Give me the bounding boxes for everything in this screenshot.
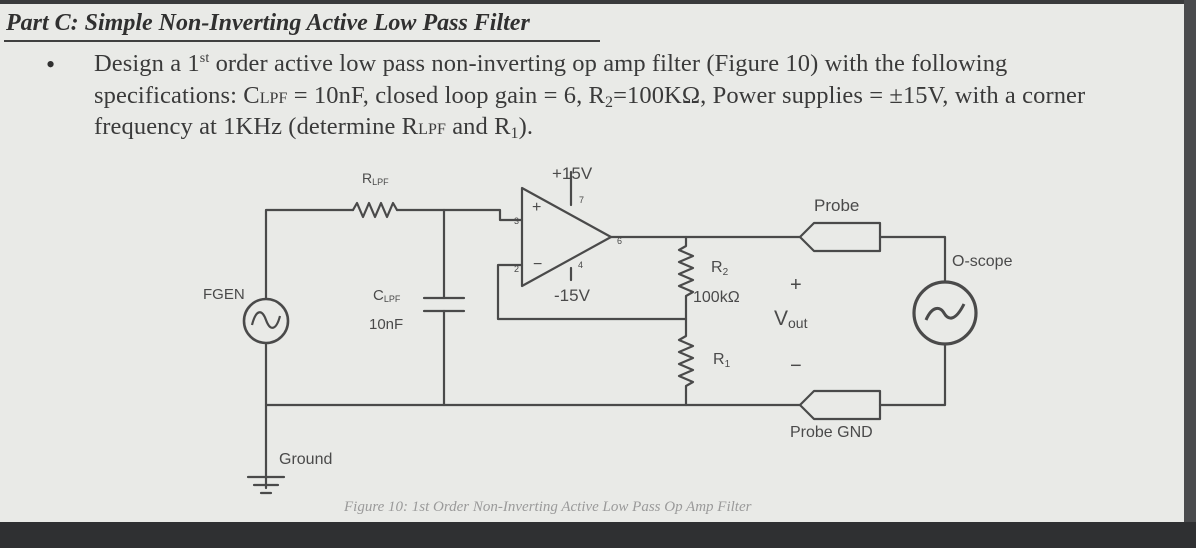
wire-probegnd-to-scope — [878, 342, 947, 407]
label-rlpf: RLPF — [362, 170, 389, 187]
ordinal-suffix: st — [199, 50, 210, 66]
resistor-r2 — [677, 235, 695, 321]
text-run: and R — [445, 113, 511, 140]
label-pin2: 2 — [514, 264, 519, 274]
resistor-rlpf — [351, 201, 399, 219]
label-inverting-input: − — [533, 256, 542, 273]
scope-wave-icon — [924, 303, 966, 321]
text-run: Design a 1 — [94, 50, 200, 77]
worksheet-page — [0, 4, 1184, 522]
subscript-text: LPF — [418, 121, 446, 138]
paragraph-line-2: specifications: CLPF = 10nF, closed loop… — [94, 82, 1085, 112]
circuit-diagram: RLPF +15V 7 3 + − 2 4 6 -15V FGEN CLPF 1… — [203, 164, 1013, 495]
resistor-r1 — [677, 317, 695, 407]
subscript-text: 1 — [510, 125, 519, 142]
label-pin4: 4 — [578, 260, 583, 270]
text-run: specifications: C — [94, 82, 260, 109]
text-run: =100KΩ, Power supplies = ±15V, with a co… — [613, 82, 1086, 109]
bullet-marker: • — [46, 50, 56, 79]
wire-fgen-to-rlpf — [264, 208, 355, 310]
label-noninverting-input: + — [532, 199, 541, 216]
label-r1: R1 — [713, 351, 731, 370]
section-title: Part C: Simple Non-Inverting Active Low … — [6, 10, 530, 36]
label-probe-gnd: Probe GND — [790, 424, 873, 441]
paragraph-line-1: Design a 1st order active low pass non-i… — [94, 50, 1007, 78]
label-pin7: 7 — [579, 195, 584, 205]
label-clpf: CLPF — [373, 287, 401, 304]
label-vout-minus: − — [790, 355, 802, 377]
sine-wave-icon — [250, 311, 282, 329]
label-clpf-value: 10nF — [369, 316, 403, 333]
label-vminus: -15V — [554, 286, 591, 305]
label-vplus: +15V — [552, 164, 593, 183]
label-pin6: 6 — [617, 236, 622, 246]
label-r2-value: 100kΩ — [693, 289, 740, 306]
label-pin3: 3 — [514, 216, 519, 226]
label-vout-plus: + — [790, 274, 802, 296]
text-run: ). — [518, 113, 534, 140]
wire-probe-to-scope — [878, 235, 947, 285]
label-vout: Vout — [774, 307, 808, 331]
label-ground: Ground — [279, 451, 332, 468]
wire-feedback — [496, 263, 688, 321]
probe-connector — [798, 221, 882, 253]
title-underline — [4, 40, 600, 42]
label-r2: R2 — [711, 259, 729, 278]
label-probe: Probe — [814, 196, 859, 215]
screen-edge — [1184, 0, 1196, 548]
text-run: frequency at 1KHz (determine R — [94, 113, 419, 140]
text-run: = 10nF, closed loop gain = 6, R — [287, 82, 605, 109]
text-run: order active low pass non-inverting op a… — [209, 50, 1008, 77]
paragraph-line-3: frequency at 1KHz (determine RLPF and R1… — [94, 113, 533, 143]
figure-caption: Figure 10: 1st Order Non-Inverting Activ… — [344, 499, 752, 515]
label-fgen: FGEN — [203, 286, 245, 303]
subscript-text: LPF — [259, 90, 288, 107]
opamp-triangle — [520, 186, 613, 288]
probe-gnd-connector — [798, 389, 882, 421]
subscript-text: 2 — [604, 94, 614, 111]
label-oscope: O-scope — [952, 253, 1013, 270]
screen-bottom-edge — [0, 522, 1196, 548]
wire-rlpf-to-noninverting — [395, 208, 524, 222]
